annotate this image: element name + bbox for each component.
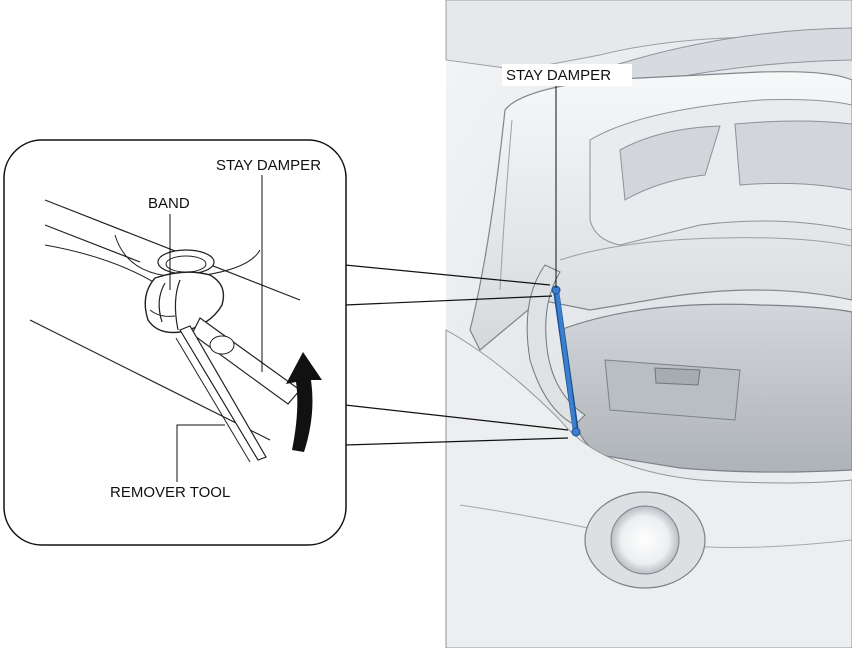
remover-tool-edge <box>175 337 251 463</box>
rear-window-edge <box>598 27 852 86</box>
remover-tool-leader <box>176 424 225 482</box>
band-label: BAND <box>148 195 190 212</box>
stay-damper-body <box>555 290 577 432</box>
connector-upper-b <box>344 295 553 306</box>
car-stay-damper-label-bg <box>502 64 632 86</box>
detail-inset: BAND STAY DAMPER REMOVER TOOL <box>3 139 347 546</box>
damper-band <box>158 282 166 323</box>
inset-panel-line-2 <box>44 224 141 263</box>
inset-frame <box>3 139 347 546</box>
callout-connectors <box>344 264 569 446</box>
inset-panel-line-1 <box>44 199 301 301</box>
inset-stay-damper-label: STAY DAMPER <box>216 157 321 174</box>
band-label-bg <box>146 194 198 214</box>
damper-band-2 <box>174 279 181 331</box>
car-rear-illustration: STAY DAMPER <box>445 0 852 648</box>
remover-tool-label: REMOVER TOOL <box>110 484 230 501</box>
curved-arrow-icon <box>286 352 322 452</box>
connector-lower-b <box>344 437 569 446</box>
damper-socket-lip <box>149 309 176 317</box>
connector-upper <box>344 264 551 286</box>
trunk-latch-bracket <box>654 367 701 386</box>
rear-fender <box>445 329 852 648</box>
lid-left-edge <box>499 119 513 291</box>
lid-lower-rib <box>559 237 852 261</box>
trunk-inner-box <box>604 359 741 421</box>
remover-tool-label-bg <box>106 482 246 502</box>
lid-recess-2 <box>734 120 852 191</box>
lid-recess-1 <box>619 125 721 201</box>
connector-lower <box>344 404 569 431</box>
remover-tool <box>179 325 267 461</box>
stay-damper-highlight <box>551 285 581 437</box>
ball-stud-mount-inner <box>165 255 207 273</box>
damper-cylinder-end <box>209 335 235 355</box>
rear-lamp-lens <box>610 505 680 575</box>
car-stay-damper-label: STAY DAMPER <box>506 67 611 84</box>
inset-stay-damper-label-bg <box>212 155 338 175</box>
stay-damper-lower-joint <box>571 427 581 437</box>
